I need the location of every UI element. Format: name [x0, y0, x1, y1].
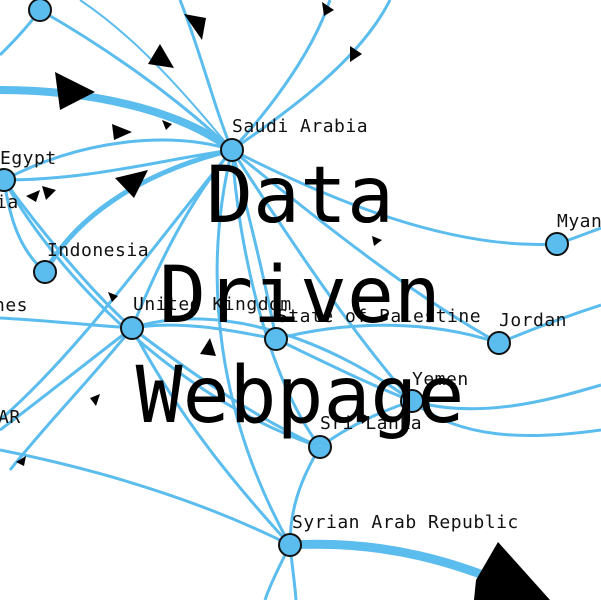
- edge-saudi-myanmar: [231, 148, 558, 246]
- edge-yemen-srilanka-right: [411, 399, 601, 438]
- node-state-of-palestine[interactable]: State of Palestine: [264, 306, 481, 351]
- node-indonesia[interactable]: Indonesia: [33, 240, 149, 284]
- arrowhead: [322, 2, 334, 16]
- arrowhead: [148, 44, 174, 68]
- edge-uk-srilanka: [131, 326, 321, 449]
- arrows-layer: [16, 2, 550, 600]
- edge-saudi-jordan: [231, 148, 500, 345]
- node-label-ar: AR: [0, 407, 21, 428]
- title-line-data: Data: [206, 151, 394, 241]
- arrowhead: [108, 292, 118, 302]
- edge-nes-uk: [0, 316, 133, 330]
- edge-saudi-syria: [215, 149, 292, 546]
- node-syrian-arab-republic[interactable]: Syrian Arab Republic: [278, 512, 519, 557]
- arrowhead: [162, 120, 172, 130]
- arrowhead: [184, 14, 206, 40]
- arrowhead: [26, 190, 40, 202]
- node-sri-lanka[interactable]: Sri Lanka: [308, 413, 422, 459]
- arrowhead: [350, 46, 362, 62]
- arrowhead: [200, 338, 216, 356]
- arrowhead: [112, 124, 132, 140]
- edge-palestine-jordan: [275, 323, 500, 345]
- edge-palestine-yemen: [275, 337, 413, 403]
- node-label-nes: nes: [0, 295, 28, 316]
- edge-saudi-srilanka: [230, 149, 322, 448]
- arrowhead: [55, 72, 95, 110]
- node-yemen[interactable]: Yemen: [400, 369, 469, 413]
- node-label-indonesia: Indonesia: [47, 240, 149, 261]
- arrowhead: [474, 542, 550, 600]
- node-top[interactable]: [28, 0, 52, 22]
- arrowhead: [42, 186, 56, 200]
- arrowhead: [16, 456, 26, 466]
- edge-egypt-uk: [2, 179, 134, 330]
- edge-uk-syria: [130, 327, 292, 547]
- edge-saudi-farright: [231, 0, 392, 152]
- edge-saudi-egypt2: [3, 148, 233, 182]
- node-egypt[interactable]: Egypt: [0, 148, 57, 192]
- title-line-webpage: Webpage: [136, 351, 465, 441]
- node-label-ia: ia: [0, 192, 19, 213]
- edge-saudi-left-thick: [0, 86, 235, 154]
- edge-saudi-yemen: [230, 149, 414, 402]
- arrowhead: [115, 170, 148, 198]
- edge-yemen-right: [411, 383, 601, 411]
- title-line-driven: Driven: [159, 251, 441, 341]
- edge-saudi-palestine: [230, 149, 278, 340]
- edge-saudi-egypt: [3, 138, 233, 182]
- node-saudi-arabia[interactable]: Saudi Arabia: [220, 116, 368, 162]
- node-label-state-of-palestine: State of Palestine: [277, 306, 481, 327]
- edge-uk-leftdown: [8, 327, 134, 471]
- edge-syria-leftdown: [0, 448, 291, 547]
- node-myanmar[interactable]: Myan: [545, 211, 601, 256]
- page-title: Data Driven Webpage: [136, 151, 465, 441]
- node-united-kingdom[interactable]: United Kingdom: [120, 294, 292, 340]
- edge-top-thin: [79, 0, 233, 151]
- node-label-jordan: Jordan: [499, 310, 567, 331]
- edge-saudi-topright: [230, 0, 332, 152]
- edge-uk-ar: [0, 326, 133, 432]
- node-jordan[interactable]: Jordan: [487, 310, 567, 355]
- arrowhead: [360, 412, 370, 424]
- node-label-myanmar: Myan: [557, 211, 601, 232]
- edge-saudi-top: [39, 8, 234, 152]
- arrowhead: [372, 236, 382, 246]
- node-label-sri-lanka: Sri Lanka: [320, 413, 422, 434]
- nodes-layer: Saudi Arabia Egypt ia Indonesia nes Unit…: [0, 0, 601, 557]
- node-label-saudi-arabia: Saudi Arabia: [232, 116, 368, 137]
- node-label-syrian-arab-republic: Syrian Arab Republic: [292, 512, 519, 533]
- arrowhead: [90, 394, 100, 406]
- node-label-yemen: Yemen: [412, 369, 469, 390]
- node-label-united-kingdom: United Kingdom: [133, 294, 292, 315]
- edge-uk-palestine: [131, 323, 277, 341]
- node-label-egypt: Egypt: [0, 148, 57, 169]
